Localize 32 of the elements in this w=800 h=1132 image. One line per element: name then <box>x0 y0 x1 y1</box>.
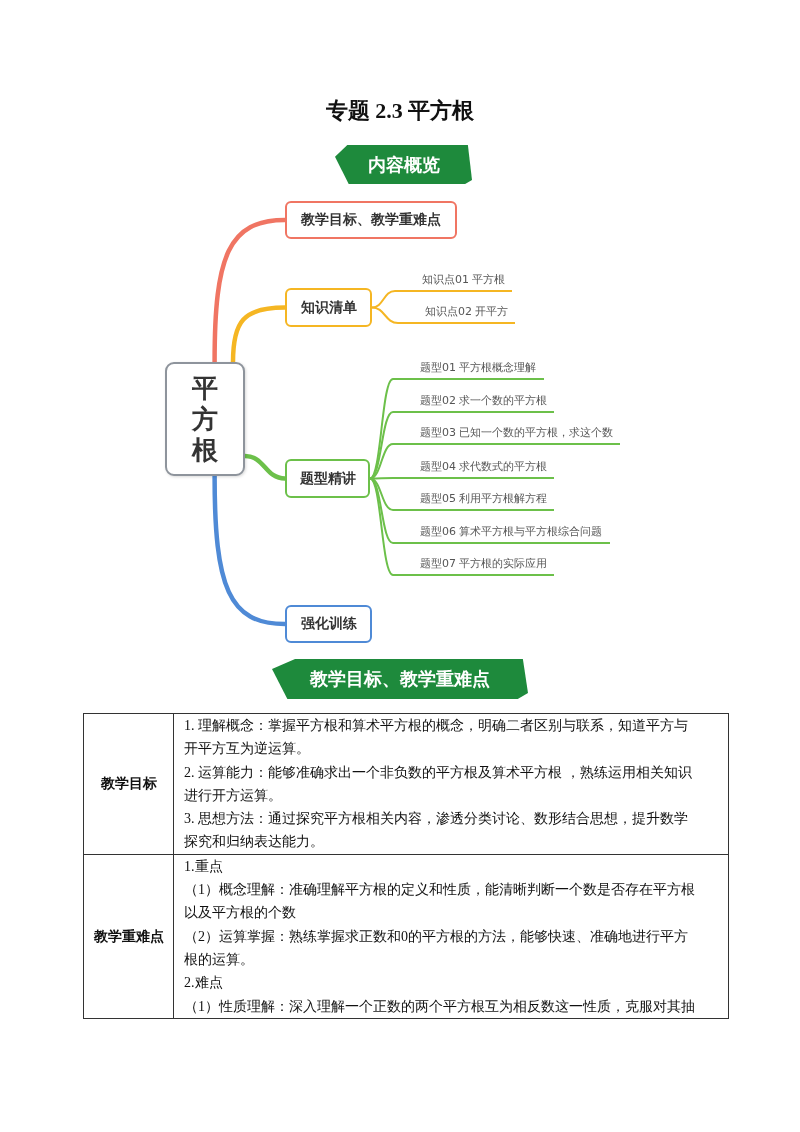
topic-box: 题型精讲 <box>285 459 370 498</box>
central-topic-box: 平方根 <box>165 362 245 476</box>
branch-line <box>369 477 394 544</box>
key-point-text: （1）概念理解：准确理解平方根的定义和性质，能清晰判断一个数是否存在平方根以及平方根的个数 <box>184 881 696 923</box>
row-header: 教学重难点 <box>93 926 164 946</box>
section-heading: 1.重点 <box>184 857 224 876</box>
branch-line <box>371 306 399 324</box>
section-banner: 内容概览 <box>335 145 472 184</box>
objective-text: 3. 思想方法：通过探究平方根相关内容，渗透分类讨论、数形结合思想，提升数学探究和归纳表达能力。 <box>184 810 689 852</box>
branch-line <box>369 411 394 480</box>
topic-box: 强化训练 <box>285 605 372 643</box>
subtopic-label: 题型01 平方根概念理解 <box>393 360 544 380</box>
section-banner: 教学目标、教学重难点 <box>272 659 528 699</box>
subtopic-label: 知识点02 开平方 <box>398 304 515 324</box>
key-point-text: （1）性质理解：深入理解一个正数的两个平方根互为相反数这一性质，克服对其抽 <box>184 997 696 1016</box>
branch-line <box>371 290 396 309</box>
topic-box: 教学目标、教学重难点 <box>285 201 457 239</box>
objective-text: 1. 理解概念：掌握平方根和算术平方根的概念，明确二者区别与联系，知道平方与开平方互为逆运算。 <box>184 717 689 759</box>
subtopic-label: 题型05 利用平方根解方程 <box>393 491 554 511</box>
subtopic-label: 题型06 算术平方根与平方根综合问题 <box>393 524 610 544</box>
topic-box: 知识清单 <box>285 288 372 327</box>
branch-line <box>369 477 394 576</box>
page-title: 专题 2.3 平方根 <box>325 97 475 125</box>
subtopic-label: 知识点01 平方根 <box>395 272 512 292</box>
subtopic-label: 题型02 求一个数的平方根 <box>393 393 554 413</box>
section-heading: 2.难点 <box>184 974 224 993</box>
subtopic-label: 题型04 求代数式的平方根 <box>393 459 554 479</box>
subtopic-label: 题型03 已知一个数的平方根，求这个数 <box>393 425 620 445</box>
subtopic-label: 题型07 平方根的实际应用 <box>393 556 554 576</box>
objective-text: 2. 运算能力：能够准确求出一个非负数的平方根及算术平方根 ，熟练运用相关知识进行开方运算。 <box>184 763 693 805</box>
key-point-text: （2）运算掌握：熟练掌握求正数和0的平方根的方法，能够快速、准确地进行平方根的运算。 <box>184 927 689 969</box>
row-header: 教学目标 <box>100 774 157 794</box>
